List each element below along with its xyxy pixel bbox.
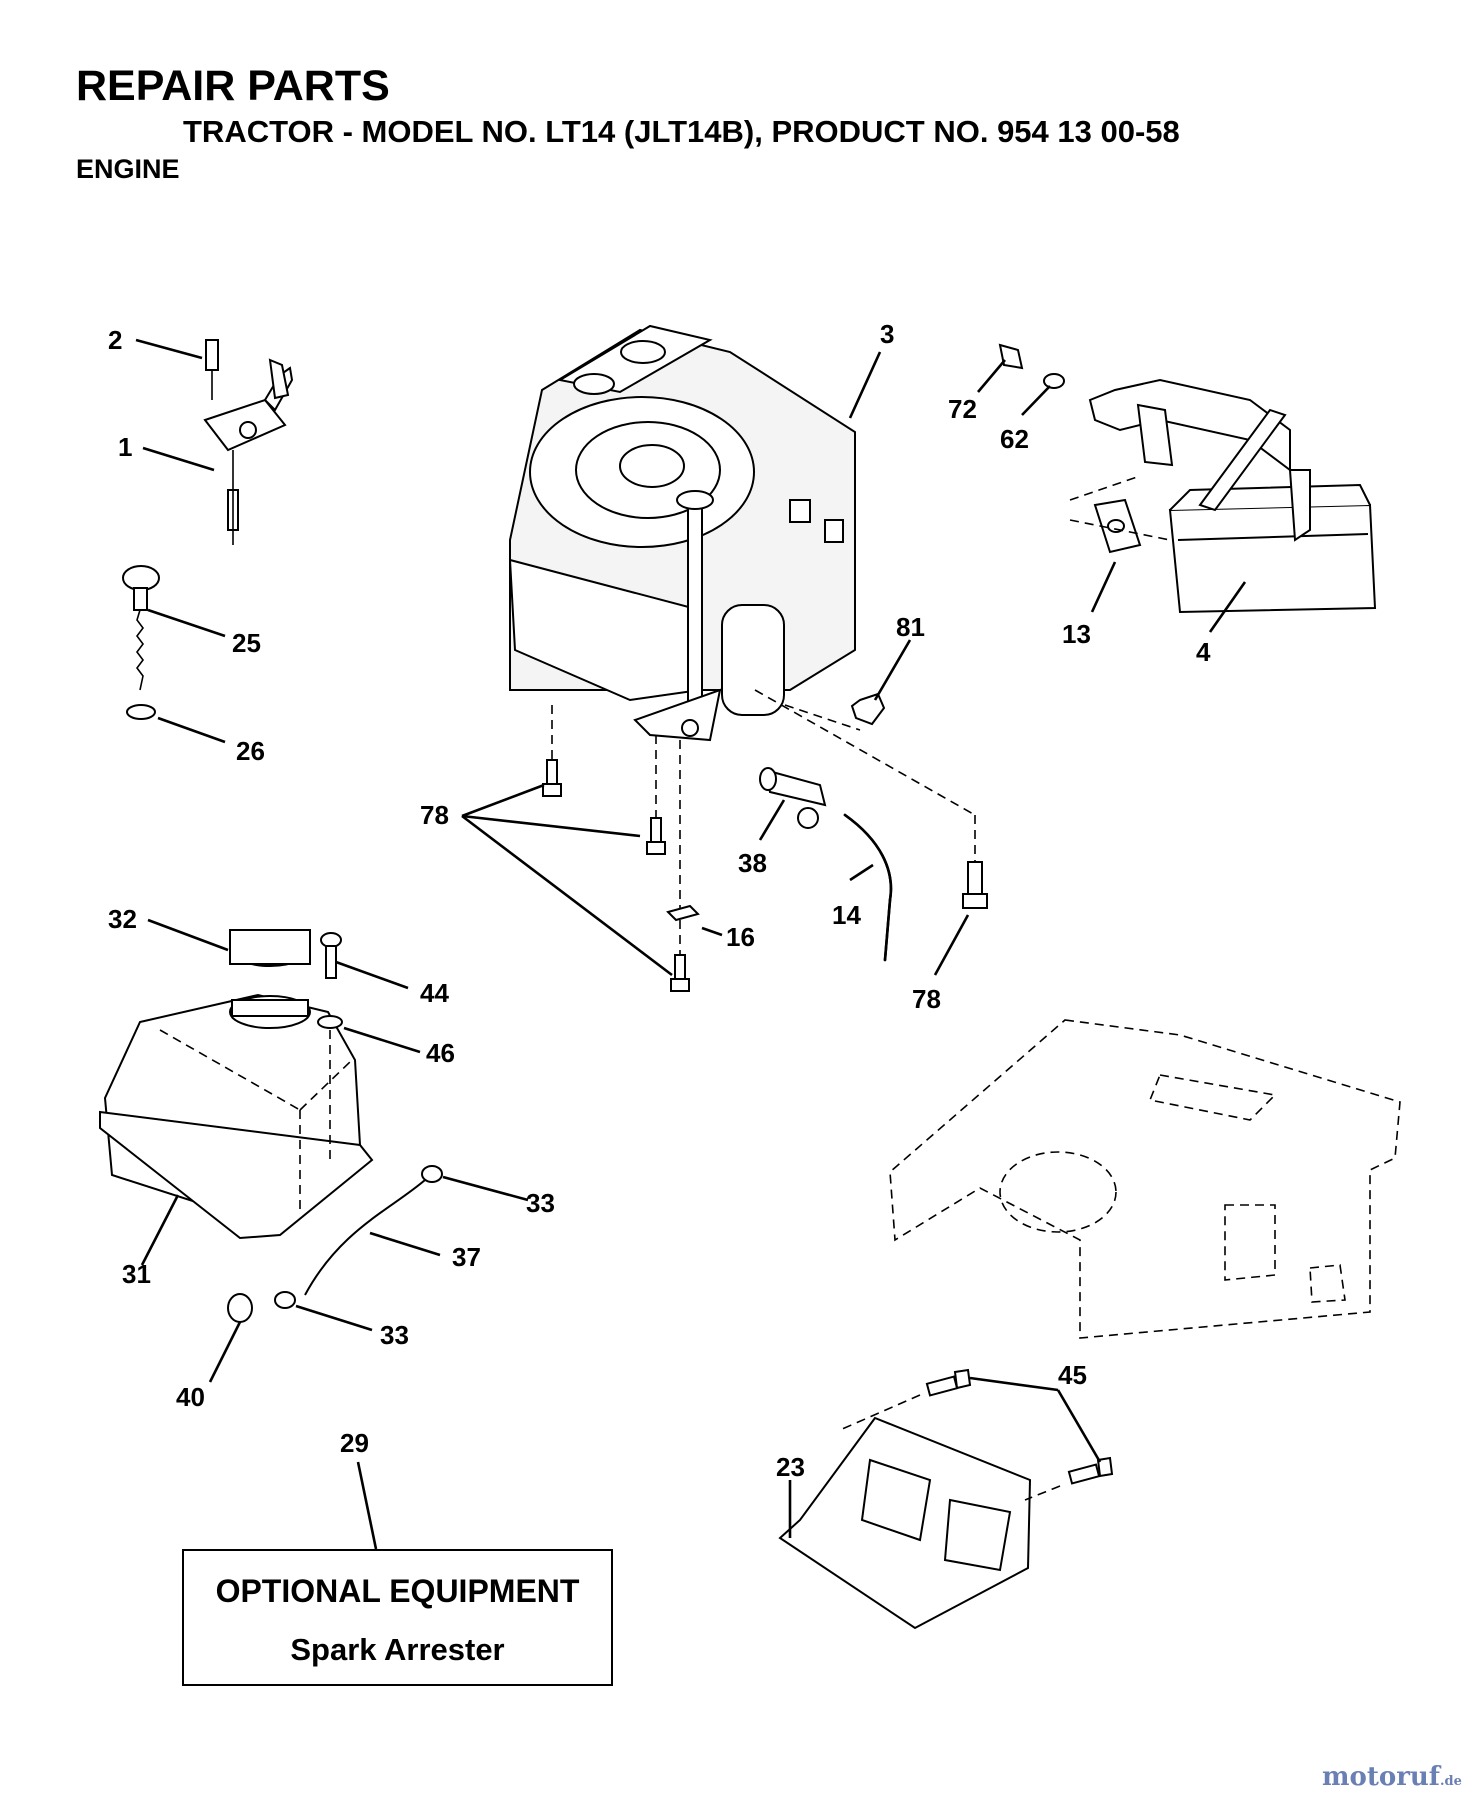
callout-38: 38	[738, 848, 767, 878]
callout-46: 46	[426, 1038, 455, 1068]
washer-part	[666, 904, 700, 922]
callout-81: 81	[896, 612, 925, 642]
callout-2: 2	[108, 325, 122, 355]
model-subtitle: TRACTOR - MODEL NO. LT14 (JLT14B), PRODU…	[183, 114, 1180, 149]
watermark-logo: motoruf.de	[1322, 1762, 1462, 1792]
callout-72: 72	[948, 394, 977, 424]
callout-25: 25	[232, 628, 261, 658]
nut-part	[850, 692, 886, 726]
callout-37: 37	[452, 1242, 481, 1272]
fuel-tank-part	[99, 929, 374, 1240]
grommet-part	[227, 1293, 253, 1323]
callout-45: 45	[1058, 1360, 1087, 1390]
callout-23: 23	[776, 1452, 805, 1482]
heat-shield-part	[778, 1416, 1032, 1630]
callout-14: 14	[832, 900, 861, 930]
muffler-part	[998, 343, 1377, 614]
throttle-control-part	[203, 339, 294, 545]
callout-33-top: 33	[526, 1188, 555, 1218]
callout-26: 26	[236, 736, 265, 766]
callout-3: 3	[880, 319, 894, 349]
section-label: ENGINE	[76, 154, 180, 184]
bolt-part	[542, 759, 988, 992]
watermark-tld: .de	[1440, 1774, 1462, 1789]
callout-4: 4	[1196, 637, 1211, 667]
callout-44: 44	[420, 978, 449, 1008]
engine-part	[508, 324, 856, 742]
clamp-part	[274, 1291, 296, 1309]
optional-equipment-box: OPTIONAL EQUIPMENT Spark Arrester	[182, 1549, 613, 1686]
callout-31: 31	[122, 1259, 151, 1289]
screw-part	[317, 932, 343, 1029]
callout-78-right: 78	[912, 984, 941, 1014]
choke-knob-part	[122, 565, 160, 720]
callout-32: 32	[108, 904, 137, 934]
callout-62: 62	[1000, 424, 1029, 454]
callout-13: 13	[1062, 619, 1091, 649]
frame-part	[889, 1019, 1401, 1339]
callout-1: 1	[118, 432, 132, 462]
page-title: REPAIR PARTS	[76, 62, 390, 110]
callout-40: 40	[176, 1382, 205, 1412]
optional-equipment-item: Spark Arrester	[290, 1632, 505, 1667]
screw-part	[925, 1368, 1114, 1485]
callout-33-bottom: 33	[380, 1320, 409, 1350]
fuel-filter-part	[759, 767, 827, 829]
watermark-brand: motoruf	[1322, 1762, 1440, 1792]
clamp-part	[421, 1165, 443, 1183]
callout-16: 16	[726, 922, 755, 952]
optional-equipment-heading: OPTIONAL EQUIPMENT	[215, 1573, 580, 1609]
callout-29: 29	[340, 1428, 369, 1458]
callout-78-left: 78	[420, 800, 449, 830]
